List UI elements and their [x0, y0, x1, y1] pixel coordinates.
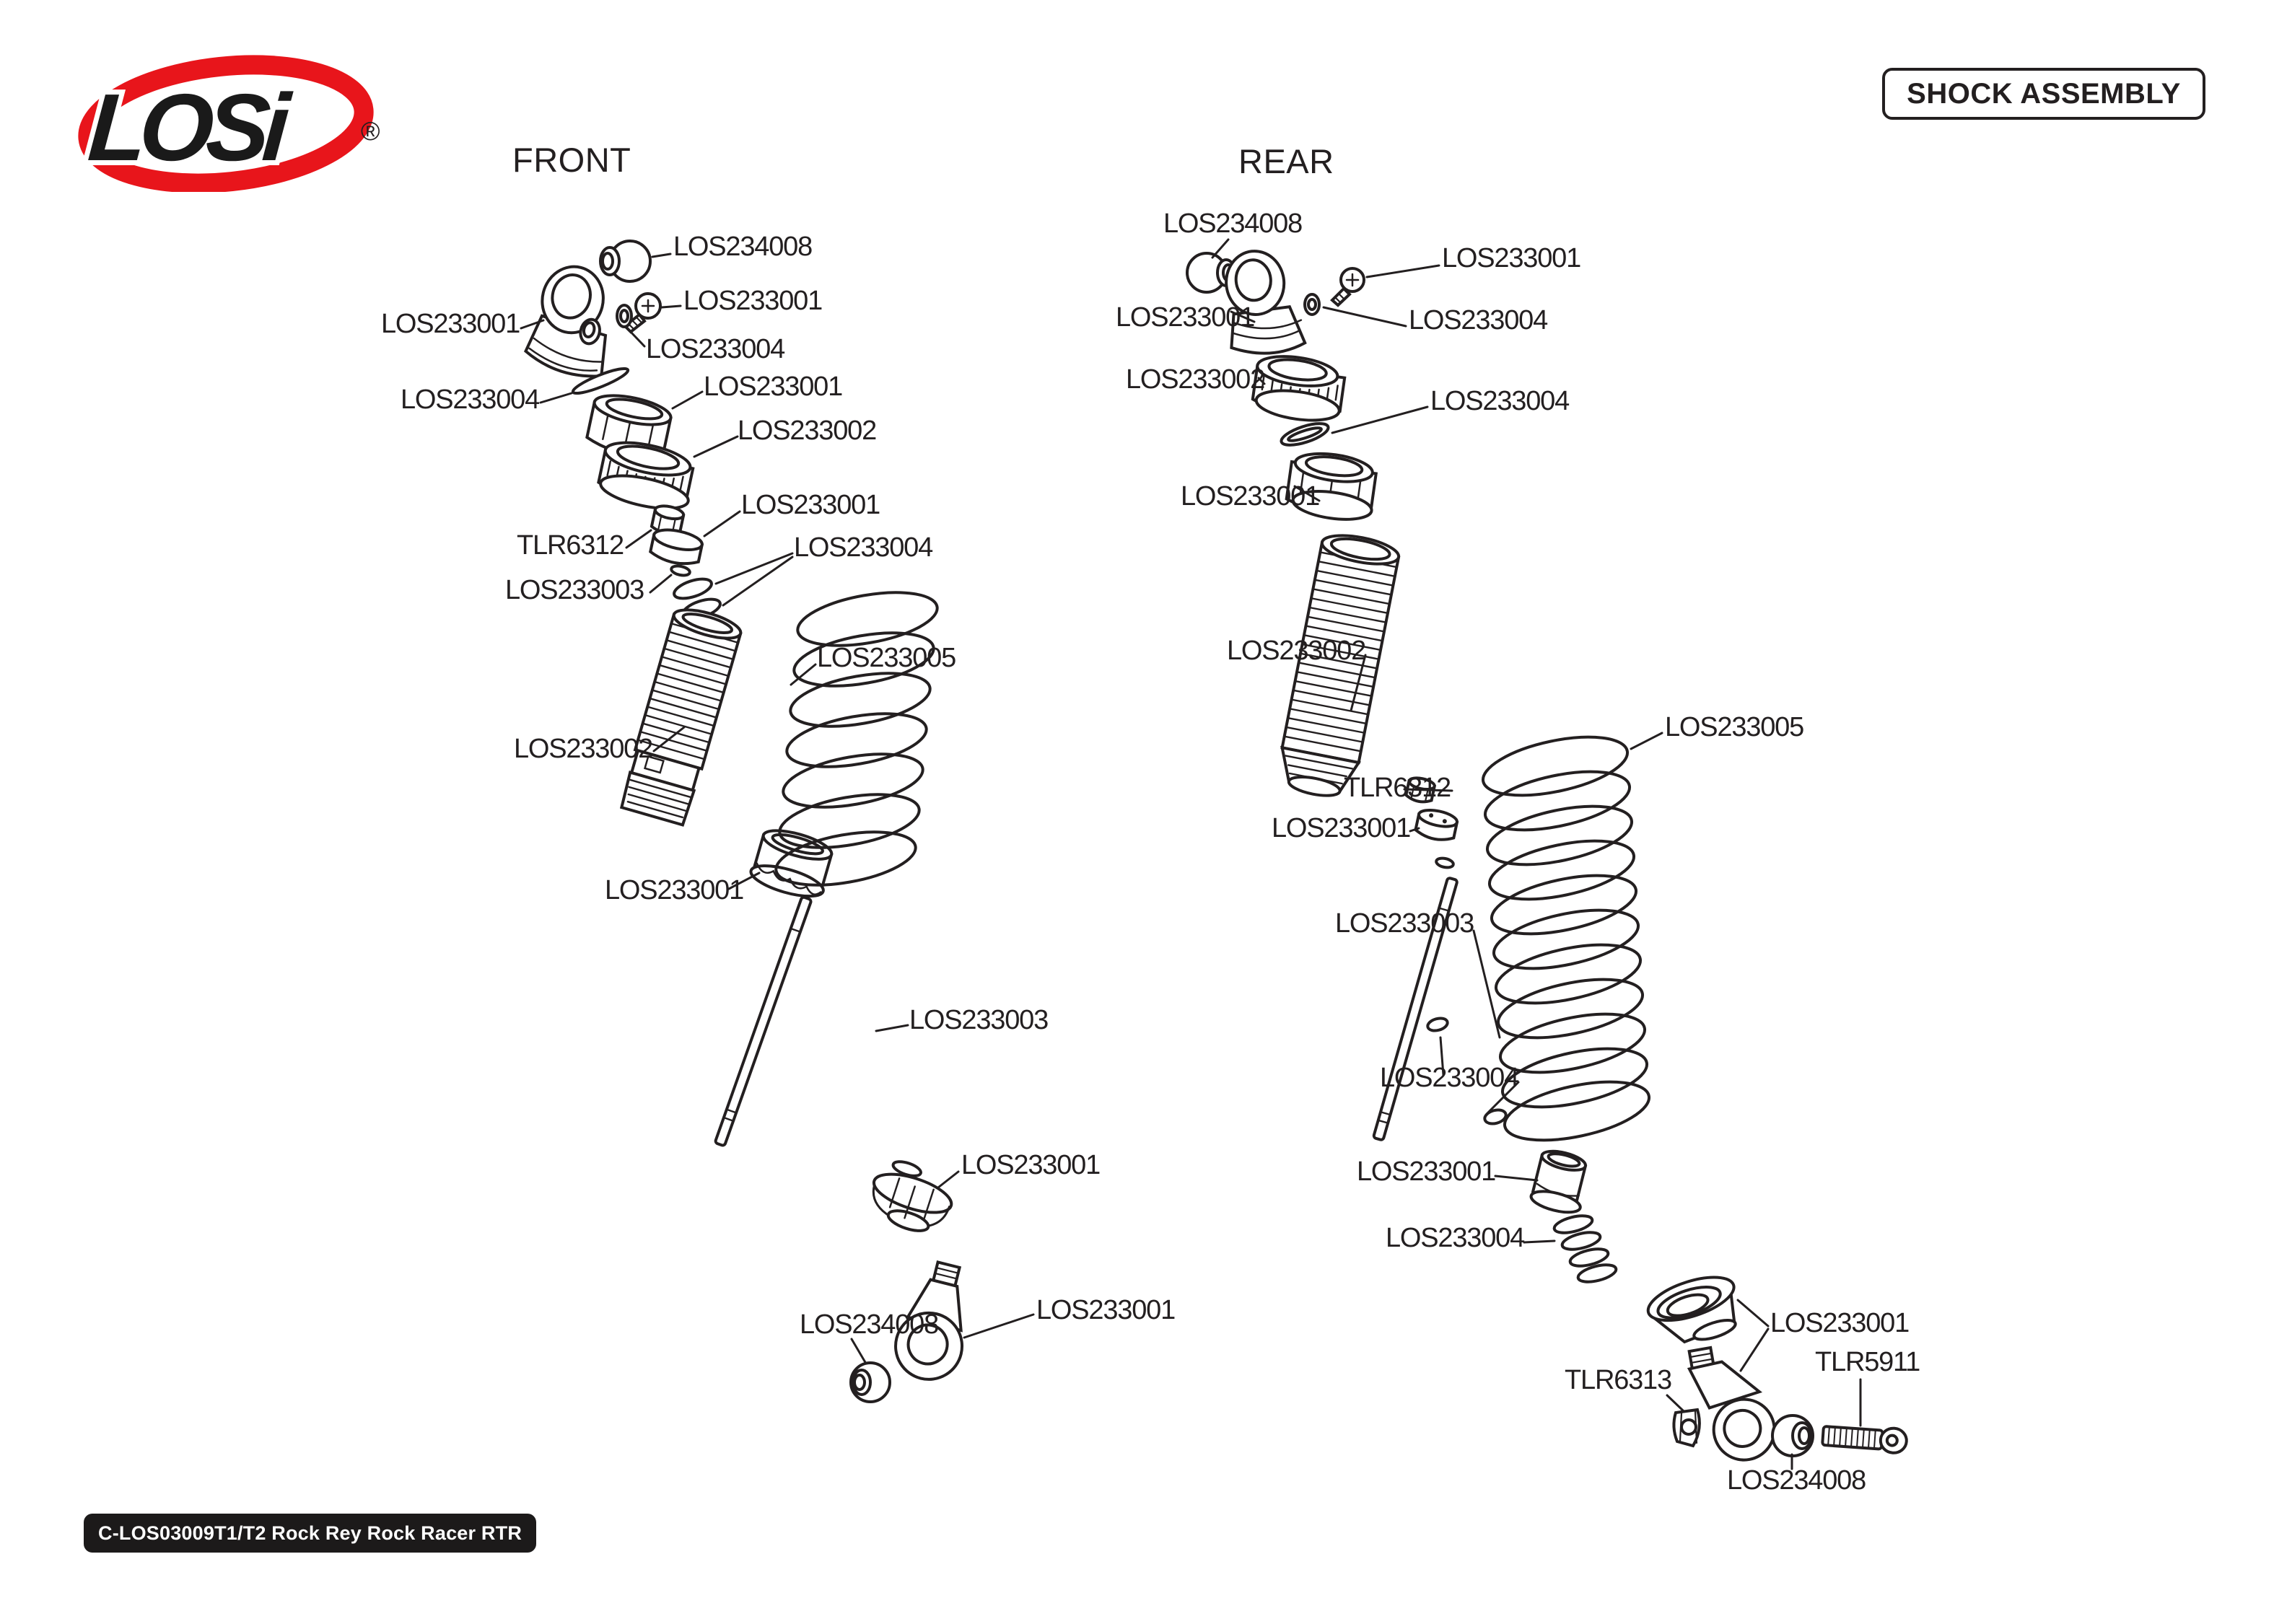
rear-spring — [1481, 735, 1651, 1142]
part-label: LOS233004 — [1430, 386, 1570, 416]
part-label: LOS233001 — [605, 875, 744, 905]
rear-cap-screw — [1330, 267, 1365, 307]
part-label: LOS233002 — [1227, 636, 1366, 666]
leader-lines — [520, 238, 1862, 1470]
part-label: LOS233002 — [514, 734, 653, 764]
part-label: LOS233004 — [1409, 305, 1548, 335]
footer-model-badge: C-LOS03009T1/T2 Rock Rey Rock Racer RTR — [84, 1514, 537, 1553]
rear-mount-screw — [1821, 1425, 1908, 1454]
front-shock-cap-eyelet — [523, 265, 608, 378]
front-rod-end — [894, 1260, 964, 1381]
part-label: TLR6313 — [1565, 1365, 1672, 1395]
losi-logo: LOSi ® — [78, 55, 388, 193]
front-washer-top — [616, 304, 633, 328]
part-label: LOS233002 — [1126, 364, 1265, 395]
rear-section-heading: REAR — [1238, 142, 1334, 180]
part-label: LOS233001 — [1116, 302, 1255, 333]
rear-adjuster-ring — [1251, 355, 1347, 422]
part-label: LOS233005 — [1665, 712, 1804, 742]
part-label: LOS233003 — [505, 575, 644, 605]
rear-spring-collar — [1529, 1149, 1588, 1214]
part-label: LOS233004 — [401, 385, 540, 415]
part-label: TLR6312 — [1344, 773, 1451, 803]
part-label: LOS233003 — [909, 1005, 1049, 1035]
front-adjuster-ring — [597, 441, 695, 510]
part-label: LOS233001 — [1181, 481, 1320, 512]
rear-washer-stack — [1552, 1214, 1618, 1283]
registered-trademark-icon: ® — [361, 116, 380, 146]
part-label: LOS233001 — [1036, 1295, 1176, 1325]
front-piston — [649, 528, 704, 566]
front-oring-upper — [571, 367, 630, 395]
part-label: LOS233001 — [683, 286, 823, 316]
rear-pivot-ball-bottom — [1771, 1414, 1814, 1457]
rear-oring-lower — [1483, 1108, 1508, 1125]
rear-shock-shaft — [1372, 877, 1459, 1141]
part-label: LOS234008 — [800, 1309, 939, 1340]
rear-oring-upper — [1280, 422, 1330, 447]
front-pivot-ball-top — [599, 240, 652, 283]
part-label: LOS233004 — [1380, 1063, 1519, 1093]
part-label: TLR5911 — [1815, 1347, 1920, 1377]
part-label: LOS233001 — [1442, 243, 1581, 273]
rear-locknut — [1672, 1408, 1701, 1448]
front-piston-washer — [670, 564, 691, 577]
part-label: LOS233004 — [1386, 1223, 1525, 1253]
part-label: LOS233003 — [1335, 908, 1474, 939]
rear-cap-nut — [1285, 452, 1378, 521]
front-section-heading: FRONT — [512, 141, 631, 179]
front-rod-guide — [872, 1160, 953, 1232]
sheet-title: SHOCK ASSEMBLY — [1882, 68, 2205, 120]
front-pivot-ball-bottom — [849, 1361, 891, 1403]
part-label: LOS233001 — [961, 1150, 1101, 1180]
rear-rod-end — [1687, 1346, 1776, 1462]
part-label: LOS233001 — [1272, 813, 1411, 843]
front-shock-parts — [523, 240, 964, 1403]
part-label: LOS233004 — [646, 334, 785, 364]
rear-shock-parts — [1186, 250, 1908, 1462]
rear-shock-cap-eyelet — [1225, 250, 1307, 355]
losi-logo-swoosh — [78, 55, 374, 193]
front-spring — [774, 591, 939, 887]
part-label: LOS234008 — [673, 232, 813, 262]
rear-spring-cup — [1646, 1276, 1737, 1344]
rear-washer-top — [1303, 293, 1321, 316]
front-spring-perch — [749, 829, 834, 898]
part-label: LOS234008 — [1727, 1465, 1866, 1496]
rear-oring-mid — [1426, 1017, 1449, 1032]
part-label: LOS233005 — [817, 643, 956, 673]
part-label: LOS233001 — [1357, 1156, 1496, 1187]
part-label: LOS233002 — [738, 416, 877, 446]
rear-piston-washer — [1435, 856, 1455, 869]
part-label: LOS233001 — [381, 309, 520, 339]
part-label: LOS233004 — [794, 532, 933, 563]
rear-piston — [1414, 808, 1459, 841]
front-shock-body — [619, 608, 743, 827]
part-label: LOS233001 — [704, 372, 843, 402]
losi-logo-art: LOSi ® — [78, 55, 380, 193]
rear-shaft-nut — [1404, 776, 1437, 804]
part-label: LOS233001 — [741, 490, 880, 520]
part-label: LOS234008 — [1163, 209, 1303, 239]
part-label: TLR6312 — [517, 530, 624, 561]
part-label: LOS233001 — [1770, 1308, 1910, 1338]
rear-shock-body — [1280, 534, 1401, 797]
front-shock-shaft — [714, 895, 813, 1147]
losi-logo-text: LOSi — [85, 74, 295, 181]
